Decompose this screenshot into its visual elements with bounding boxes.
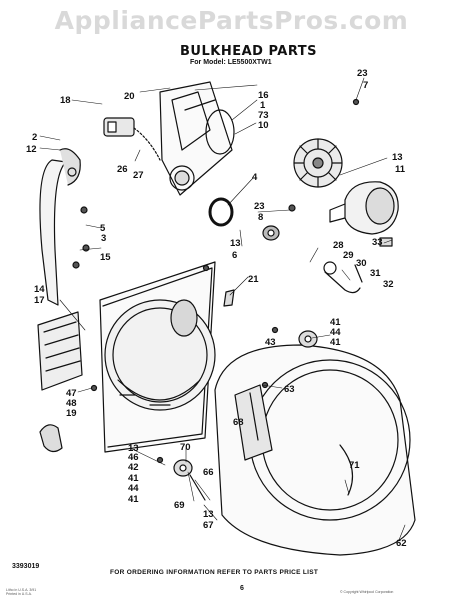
fine-print-right: © Copyright Whirlpool Corporation — [340, 590, 394, 594]
bearing-ring — [208, 197, 234, 227]
callout: 28 — [333, 240, 344, 251]
callout: 14 — [34, 284, 45, 295]
rear-bulkhead-panel — [159, 81, 233, 196]
callout: 33 — [372, 237, 383, 248]
callout: 2 — [32, 132, 37, 143]
callout: 66 — [203, 467, 214, 478]
callout: 70 — [180, 442, 191, 453]
callout: 23 — [254, 201, 265, 212]
page-title: BULKHEAD PARTS — [180, 44, 318, 59]
callout: 4 — [252, 172, 258, 183]
callout: 13 — [392, 152, 403, 163]
watermark: AppliancePartsPros.com — [54, 6, 409, 35]
callout: 67 — [203, 520, 214, 531]
callout: 31 — [370, 268, 381, 279]
callout: 13 — [203, 509, 214, 520]
callout: 19 — [66, 408, 77, 419]
callout: 1 — [260, 100, 266, 111]
drum-baffle — [234, 384, 273, 461]
callout: 3 — [101, 233, 106, 244]
callout: 46 — [128, 452, 139, 463]
duct-seal — [205, 109, 235, 155]
callout: 5 — [100, 223, 106, 234]
callout: 44 — [330, 327, 341, 338]
callout: 43 — [265, 337, 276, 348]
callout: 44 — [128, 483, 139, 494]
callout: 7 — [363, 80, 368, 91]
callout: 30 — [356, 258, 367, 269]
drum-opening — [104, 299, 216, 411]
callout-labels: 18 20 16 1 73 10 23 7 2 12 26 27 13 11 4… — [26, 68, 407, 549]
lamp-socket — [39, 424, 63, 453]
callout: 8 — [258, 212, 263, 223]
fine-print-left: Litho in U.S.A. 3/91 Printed in U.S.A. — [6, 588, 37, 596]
callout: 71 — [349, 460, 360, 471]
callout: 6 — [232, 250, 237, 261]
callout: 29 — [343, 250, 354, 261]
callout: 41 — [330, 337, 341, 348]
callout: 27 — [133, 170, 144, 181]
callout: 32 — [383, 279, 394, 290]
callout: 17 — [34, 295, 45, 306]
callout: 41 — [330, 317, 341, 328]
callout: 48 — [66, 398, 77, 409]
drive-belt — [39, 159, 67, 306]
callout: 42 — [128, 462, 139, 473]
callout: 69 — [174, 500, 185, 511]
page-number: 6 — [240, 585, 244, 592]
callout: 62 — [396, 538, 407, 549]
callout: 26 — [117, 164, 128, 175]
callout: 13 — [128, 443, 139, 454]
callout: 41 — [128, 473, 139, 484]
callout: 13 — [230, 238, 241, 249]
document-number: 3393019 — [12, 563, 40, 570]
model-subtitle: For Model: LE5500XTW1 — [190, 59, 272, 66]
callout: 18 — [60, 95, 71, 106]
callout: 23 — [357, 68, 368, 79]
callout: 73 — [258, 110, 269, 121]
callout: 15 — [100, 252, 111, 263]
callout: 12 — [26, 144, 37, 155]
callout: 11 — [395, 164, 406, 175]
ordering-note: FOR ORDERING INFORMATION REFER TO PARTS … — [110, 569, 319, 576]
callout: 16 — [258, 90, 269, 101]
heater-element — [37, 311, 83, 391]
lint-screen-opening — [170, 299, 198, 337]
callout: 63 — [284, 384, 295, 395]
callout: 41 — [128, 494, 139, 505]
callout: 47 — [66, 388, 77, 399]
callout: 21 — [248, 274, 259, 285]
callout: 10 — [258, 120, 269, 131]
callout: 20 — [124, 91, 135, 102]
callout: 68 — [233, 417, 244, 428]
